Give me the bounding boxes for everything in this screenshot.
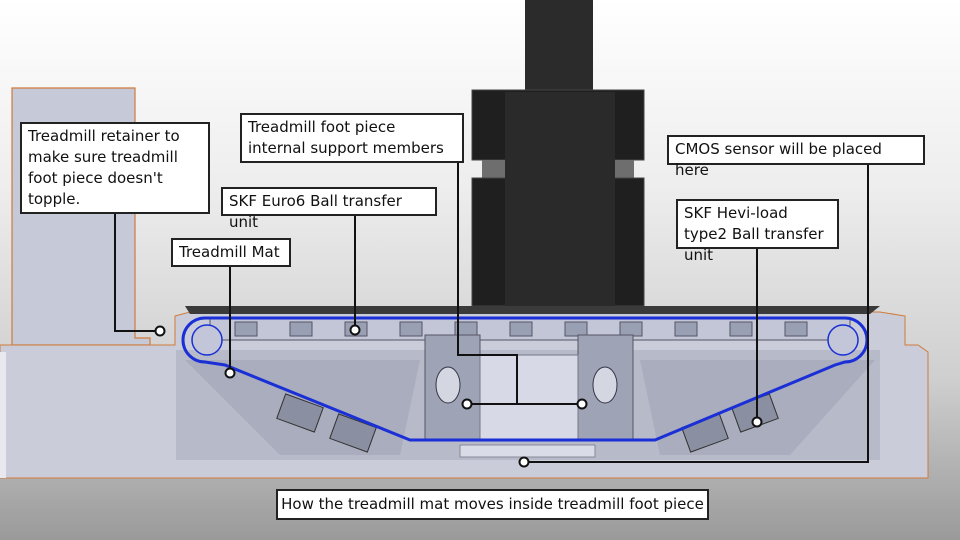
- label-euro6: SKF Euro6 Ball transfer unit: [221, 187, 437, 231]
- label-retainer: Treadmill retainer to make sure treadmil…: [20, 122, 210, 214]
- caption: How the treadmill mat moves inside tread…: [276, 489, 709, 520]
- treadmill-mat-belt: [181, 316, 869, 442]
- roller-array: [209, 317, 851, 341]
- leader-lines: [114, 163, 869, 463]
- label-hevi-load: SKF Hevi-load type2 Ball transfer unit: [676, 199, 839, 264]
- label-mat: Treadmill Mat: [171, 238, 291, 267]
- leader-dots: [154, 324, 763, 468]
- shaft: [525, 0, 593, 92]
- label-support-members: Treadmill foot piece internal support me…: [240, 113, 464, 163]
- top-plate: [185, 306, 880, 314]
- label-cmos: CMOS sensor will be placed here: [667, 135, 925, 179]
